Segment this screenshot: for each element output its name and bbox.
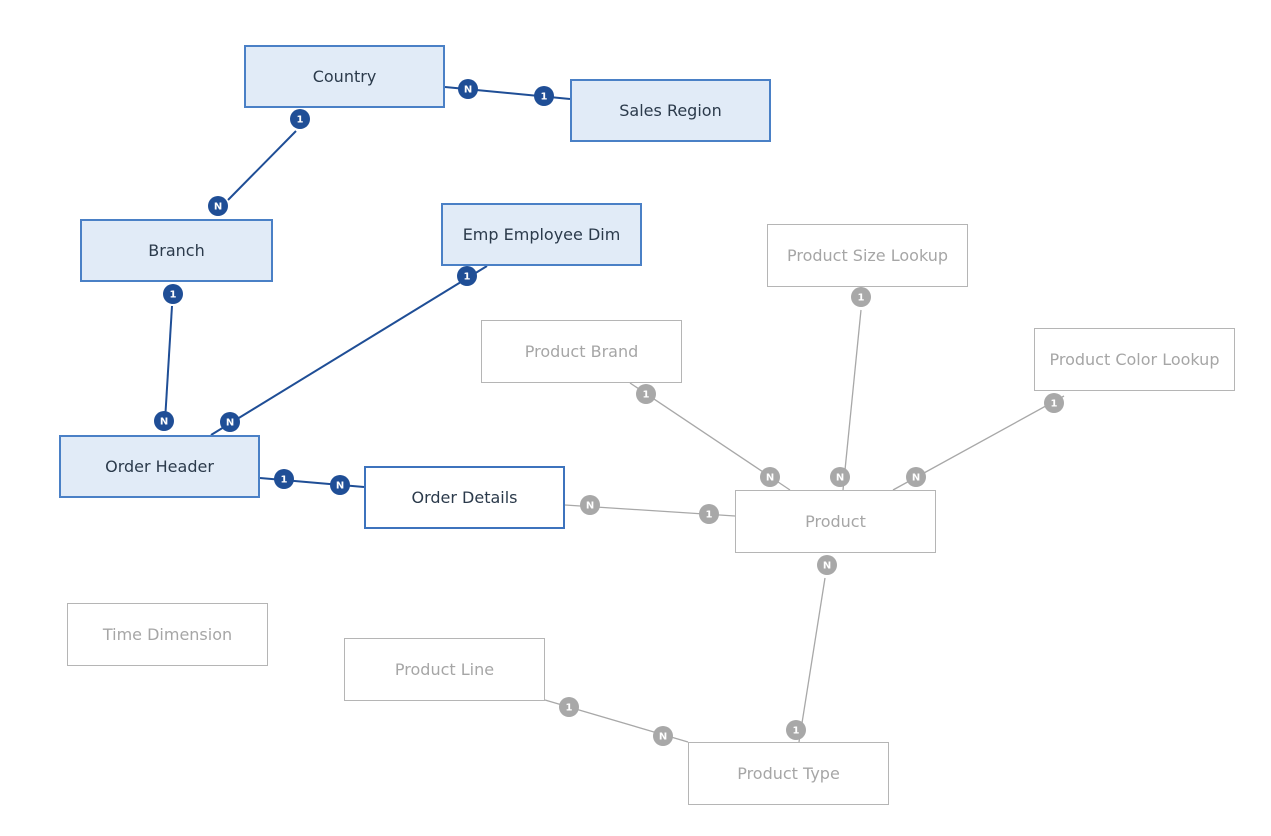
entity-label: Product Line <box>394 660 495 679</box>
cardinality-badge: 1 <box>290 109 310 129</box>
cardinality-badge: N <box>830 467 850 487</box>
cardinality-badge-circle <box>580 495 600 515</box>
cardinality-badge-circle <box>290 109 310 129</box>
relationship-line[interactable] <box>210 265 488 436</box>
entity-product-color-lookup[interactable]: Product Color Lookup <box>1034 328 1235 391</box>
cardinality-label: 1 <box>541 92 548 103</box>
entity-product[interactable]: Product <box>735 490 936 553</box>
cardinality-badge: 1 <box>636 384 656 404</box>
cardinality-badge: N <box>208 196 228 216</box>
cardinality-badge: 1 <box>163 284 183 304</box>
entity-label: Product Brand <box>524 342 639 361</box>
cardinality-label: N <box>586 501 594 512</box>
cardinality-label: 1 <box>170 290 177 301</box>
cardinality-badge: N <box>220 412 240 432</box>
cardinality-badge-circle <box>760 467 780 487</box>
cardinality-label: 1 <box>297 115 304 126</box>
cardinality-badge: 1 <box>274 469 294 489</box>
cardinality-badge-circle <box>830 467 850 487</box>
cardinality-badge-circle <box>330 475 350 495</box>
cardinality-badge-circle <box>906 467 926 487</box>
cardinality-badge-circle <box>817 555 837 575</box>
cardinality-badge-circle <box>274 469 294 489</box>
cardinality-badge-circle <box>653 726 673 746</box>
entity-sales-region[interactable]: Sales Region <box>570 79 771 142</box>
relationship-line[interactable] <box>798 577 826 743</box>
entity-label: Order Details <box>411 488 518 507</box>
cardinality-label: 1 <box>566 703 573 714</box>
cardinality-badge-circle <box>220 412 240 432</box>
cardinality-label: N <box>659 732 667 743</box>
entity-label: Product Size Lookup <box>786 246 949 265</box>
cardinality-badge-circle <box>534 86 554 106</box>
cardinality-label: 1 <box>858 293 865 304</box>
cardinality-badge: 1 <box>534 86 554 106</box>
cardinality-label: N <box>912 473 920 484</box>
cardinality-label: N <box>464 85 472 96</box>
cardinality-badge-circle <box>786 720 806 740</box>
entity-label: Product <box>805 512 866 531</box>
cardinality-badge: N <box>906 467 926 487</box>
entity-product-size-lookup[interactable]: Product Size Lookup <box>767 224 968 287</box>
entity-product-brand[interactable]: Product Brand <box>481 320 682 383</box>
cardinality-badge-circle <box>1044 393 1064 413</box>
cardinality-label: N <box>214 202 222 213</box>
entity-emp-employee-dim[interactable]: Emp Employee Dim <box>441 203 642 266</box>
cardinality-badge: N <box>330 475 350 495</box>
relationship-line[interactable] <box>227 130 297 201</box>
cardinality-label: 1 <box>793 726 800 737</box>
cardinality-badge: 1 <box>699 504 719 524</box>
entity-label: Country <box>312 67 377 86</box>
cardinality-badge: N <box>154 411 174 431</box>
cardinality-label: 1 <box>281 475 288 486</box>
cardinality-badge-circle <box>636 384 656 404</box>
cardinality-badge-circle <box>208 196 228 216</box>
cardinality-badge: 1 <box>786 720 806 740</box>
entity-branch[interactable]: Branch <box>80 219 273 282</box>
entity-label: Branch <box>148 241 205 260</box>
cardinality-badge: 1 <box>851 287 871 307</box>
cardinality-badge: N <box>760 467 780 487</box>
cardinality-badge: N <box>653 726 673 746</box>
entity-product-line[interactable]: Product Line <box>344 638 545 701</box>
entity-label: Product Type <box>737 764 840 783</box>
relationship-line[interactable] <box>842 309 862 491</box>
cardinality-badge-circle <box>559 697 579 717</box>
entity-label: Sales Region <box>619 101 722 120</box>
cardinality-badge-circle <box>458 79 478 99</box>
cardinality-label: N <box>160 417 168 428</box>
cardinality-label: N <box>336 481 344 492</box>
entity-label: Emp Employee Dim <box>462 225 621 244</box>
entity-time-dimension[interactable]: Time Dimension <box>67 603 268 666</box>
entity-label: Time Dimension <box>102 625 233 644</box>
cardinality-label: 1 <box>464 272 471 283</box>
cardinality-badge: 1 <box>1044 393 1064 413</box>
cardinality-label: N <box>836 473 844 484</box>
cardinality-badge: 1 <box>559 697 579 717</box>
cardinality-badge-circle <box>457 266 477 286</box>
cardinality-badge-circle <box>154 411 174 431</box>
cardinality-label: 1 <box>706 510 713 521</box>
entity-label: Product Color Lookup <box>1049 350 1220 369</box>
cardinality-badge: N <box>458 79 478 99</box>
cardinality-label: 1 <box>1051 399 1058 410</box>
cardinality-label: N <box>766 473 774 484</box>
entity-order-header[interactable]: Order Header <box>59 435 260 498</box>
cardinality-badge-circle <box>851 287 871 307</box>
cardinality-label: N <box>823 561 831 572</box>
entity-product-type[interactable]: Product Type <box>688 742 889 805</box>
entity-order-details[interactable]: Order Details <box>364 466 565 529</box>
cardinality-badge: N <box>817 555 837 575</box>
entity-label: Order Header <box>105 457 214 476</box>
cardinality-label: 1 <box>643 390 650 401</box>
cardinality-badge: N <box>580 495 600 515</box>
cardinality-badge-circle <box>163 284 183 304</box>
cardinality-label: N <box>226 418 234 429</box>
cardinality-badge-circle <box>699 504 719 524</box>
relationship-line[interactable] <box>164 305 173 422</box>
entity-country[interactable]: Country <box>244 45 445 108</box>
cardinality-badge: 1 <box>457 266 477 286</box>
